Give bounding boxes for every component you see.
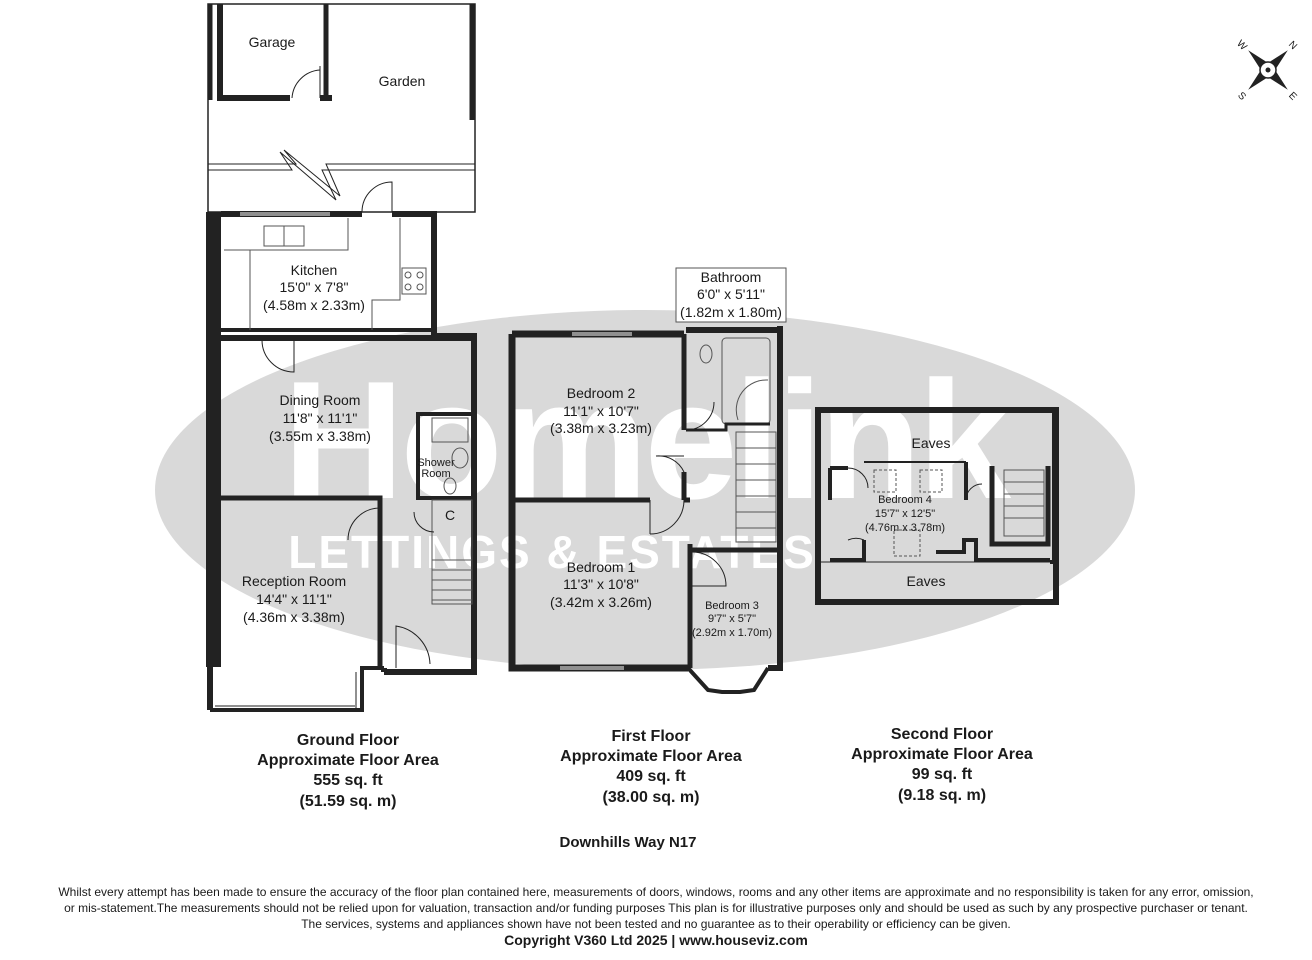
ground-floor-sqm: (51.59 sq. m) bbox=[300, 793, 397, 810]
bathroom-metric: (1.82m x 1.80m) bbox=[680, 304, 782, 320]
bedroom3-imperial: 9'7" x 5'7" bbox=[708, 613, 756, 625]
bedroom3-name: Bedroom 3 bbox=[705, 600, 759, 612]
reception-imperial: 14'4" x 11'1" bbox=[256, 591, 332, 607]
disclaimer-line-1: Whilst every attempt has been made to en… bbox=[58, 885, 1254, 899]
bedroom1-metric: (3.42m x 3.26m) bbox=[550, 594, 652, 610]
compass-w: W bbox=[1234, 38, 1249, 53]
kitchen-name: Kitchen bbox=[291, 262, 338, 278]
first-floor-subtitle: Approximate Floor Area bbox=[560, 748, 742, 765]
first-floor-sqm: (38.00 sq. m) bbox=[603, 789, 700, 806]
bedroom4-metric: (4.76m x 3.78m) bbox=[865, 522, 945, 534]
compass-s: S bbox=[1235, 90, 1248, 103]
reception-metric: (4.36m x 3.38m) bbox=[243, 609, 345, 625]
watermark: Homelink LETTINGS & ESTATES bbox=[155, 310, 1135, 670]
bathroom-imperial: 6'0" x 5'11" bbox=[697, 286, 765, 302]
first-floor-plan bbox=[508, 326, 783, 694]
compass-n: N bbox=[1286, 39, 1299, 52]
second-floor-sqft: 99 sq. ft bbox=[912, 766, 973, 783]
ground-floor-labels: Garage Garden Kitchen 15'0" x 7'8" (4.58… bbox=[242, 34, 455, 810]
first-floor-title: First Floor bbox=[611, 728, 690, 745]
bedroom1-name: Bedroom 1 bbox=[567, 559, 636, 575]
compass-icon: N S E W bbox=[1234, 38, 1299, 103]
shower-room-line1: Shower bbox=[417, 457, 455, 469]
ground-floor-plan bbox=[206, 3, 477, 712]
cupboard-label: C bbox=[445, 507, 455, 523]
second-floor-plan bbox=[815, 407, 1059, 605]
bathroom-name: Bathroom bbox=[701, 269, 762, 285]
ground-floor-sqft: 555 sq. ft bbox=[313, 772, 383, 789]
eaves-top-label: Eaves bbox=[912, 435, 951, 451]
garden-label: Garden bbox=[379, 73, 426, 89]
bedroom4-name: Bedroom 4 bbox=[878, 494, 932, 506]
shower-room-line2: Room bbox=[421, 468, 450, 480]
bedroom2-imperial: 11'1" x 10'7" bbox=[563, 403, 639, 419]
second-floor-subtitle: Approximate Floor Area bbox=[851, 746, 1033, 763]
bedroom1-imperial: 11'3" x 10'8" bbox=[563, 576, 639, 592]
ground-floor-title: Ground Floor bbox=[297, 732, 399, 749]
second-floor-sqm: (9.18 sq. m) bbox=[898, 787, 986, 804]
watermark-ellipse bbox=[155, 310, 1135, 670]
first-floor-sqft: 409 sq. ft bbox=[616, 768, 686, 785]
kitchen-metric: (4.58m x 2.33m) bbox=[263, 297, 365, 313]
bathroom-label-box bbox=[675, 267, 787, 323]
disclaimer-line-3: The services, systems and appliances sho… bbox=[301, 917, 1011, 931]
eaves-bottom-label: Eaves bbox=[907, 573, 946, 589]
kitchen-imperial: 15'0" x 7'8" bbox=[280, 279, 349, 295]
watermark-brand: Homelink bbox=[283, 346, 1012, 534]
bedroom3-metric: (2.92m x 1.70m) bbox=[692, 627, 772, 639]
disclaimer-line-2: or mis-statement.The measurements should… bbox=[64, 901, 1248, 915]
dining-metric: (3.55m x 3.38m) bbox=[269, 428, 371, 444]
second-floor-title: Second Floor bbox=[891, 726, 993, 743]
first-floor-labels: Bathroom 6'0" x 5'11" (1.82m x 1.80m) Be… bbox=[550, 269, 782, 806]
address-title: Downhills Way N17 bbox=[560, 834, 697, 851]
compass-e: E bbox=[1286, 90, 1299, 103]
ground-floor-subtitle: Approximate Floor Area bbox=[257, 752, 439, 769]
dining-imperial: 11'8" x 11'1" bbox=[283, 410, 358, 426]
bedroom4-imperial: 15'7" x 12'5" bbox=[875, 508, 935, 520]
reception-name: Reception Room bbox=[242, 573, 346, 589]
copyright-notice: Copyright V360 Ltd 2025 | www.houseviz.c… bbox=[504, 932, 808, 948]
bedroom2-name: Bedroom 2 bbox=[567, 385, 636, 401]
second-floor-labels: Eaves Bedroom 4 15'7" x 12'5" (4.76m x 3… bbox=[851, 435, 1033, 804]
disclaimer: Whilst every attempt has been made to en… bbox=[0, 884, 1312, 948]
bedroom2-metric: (3.38m x 3.23m) bbox=[550, 420, 652, 436]
dining-name: Dining Room bbox=[280, 392, 361, 408]
garage-label: Garage bbox=[249, 34, 296, 50]
